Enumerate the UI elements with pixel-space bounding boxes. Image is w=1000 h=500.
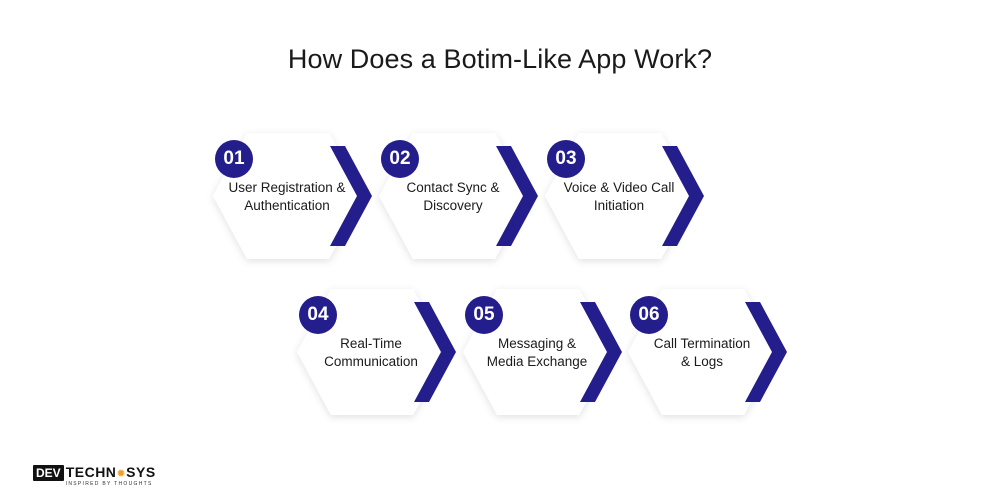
step-number-badge: 02: [381, 140, 419, 178]
step-card-02: 02 Contact Sync & Discovery: [378, 132, 553, 262]
logo-dev-monitor-icon: DEV: [33, 465, 64, 481]
step-label: Voice & Video Call Initiation: [563, 180, 675, 213]
logo-brand: TECHN✹SYS: [65, 464, 156, 480]
gear-icon: ✹: [116, 468, 127, 480]
logo-tagline: INSPIRED BY THOUGHTS: [65, 481, 153, 487]
company-logo: DEV TECHN✹SYS INSPIRED BY THOUGHTS: [33, 465, 156, 489]
chevron-right-icon: [745, 302, 787, 402]
step-card-06: 06 Call Termination & Logs: [627, 288, 802, 418]
step-number-badge: 06: [630, 296, 668, 334]
step-card-04: 04 Real-Time Communication: [296, 288, 471, 418]
chevron-right-icon: [662, 146, 704, 246]
step-label: User Registration & Authentication: [228, 180, 346, 213]
step-label: Real-Time Communication: [324, 336, 418, 369]
step-number-badge: 03: [547, 140, 585, 178]
step-label: Messaging & Media Exchange: [486, 336, 588, 369]
step-number-badge: 01: [215, 140, 253, 178]
step-card-03: 03 Voice & Video Call Initiation: [544, 132, 719, 262]
step-number-badge: 04: [299, 296, 337, 334]
step-number-badge: 05: [465, 296, 503, 334]
step-label: Call Termination & Logs: [653, 336, 751, 369]
chevron-right-icon: [580, 302, 622, 402]
step-card-05: 05 Messaging & Media Exchange: [462, 288, 637, 418]
step-label: Contact Sync & Discovery: [406, 180, 500, 213]
page-title: How Does a Botim-Like App Work?: [287, 44, 713, 74]
chevron-right-icon: [330, 146, 372, 246]
chevron-right-icon: [496, 146, 538, 246]
step-card-01: 01 User Registration & Authentication: [212, 132, 387, 262]
chevron-right-icon: [414, 302, 456, 402]
